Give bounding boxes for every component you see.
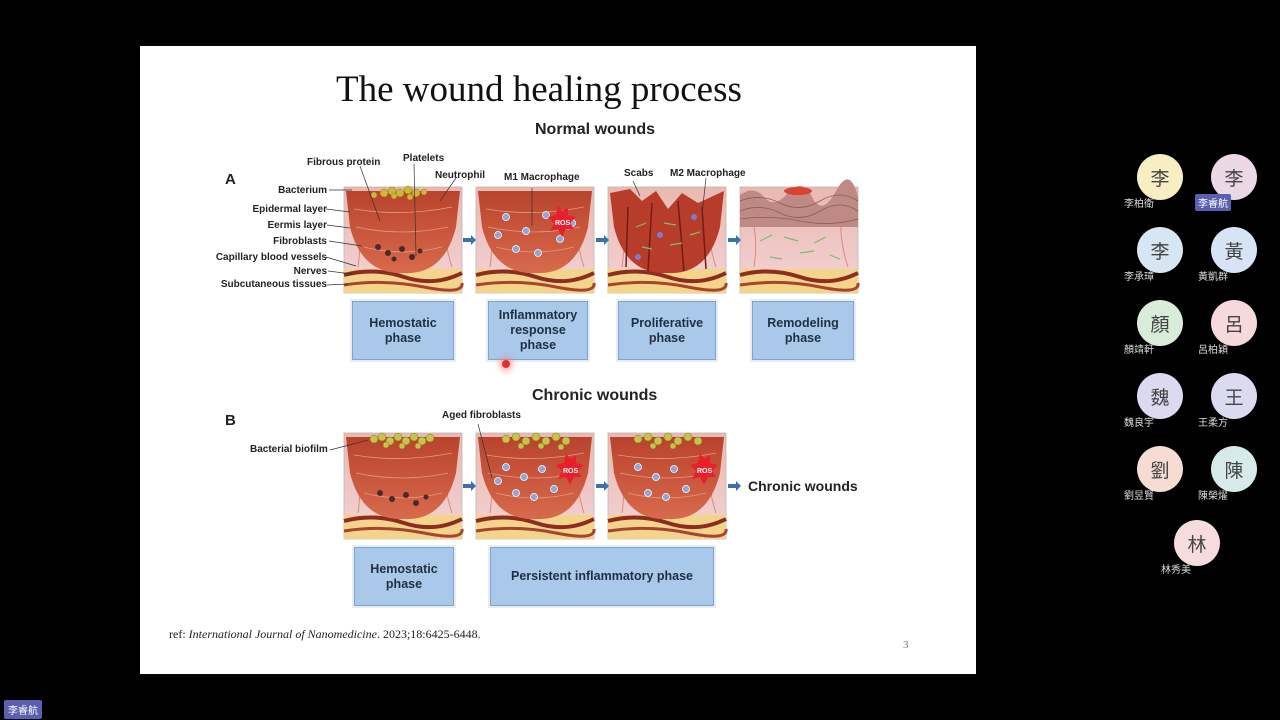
participant-name: 呂柏穎 [1198, 345, 1228, 356]
participant-tile[interactable]: 李李柏衛 [1121, 154, 1201, 224]
participant-name: 李承璋 [1124, 272, 1154, 283]
label-subcutaneous-tissues: Subcutaneous tissues [220, 279, 327, 290]
panel-letter-a: A [225, 171, 236, 188]
label-neutrophil: Neutrophil [435, 170, 485, 181]
participant-name: 李睿航 [1195, 194, 1231, 211]
avatar: 呂 [1211, 300, 1257, 346]
participant-tile[interactable]: 陳陳榮燿 [1195, 446, 1275, 516]
participant-tile[interactable]: 李李睿航 [1195, 154, 1275, 224]
avatar: 陳 [1211, 446, 1257, 492]
avatar: 李 [1211, 154, 1257, 200]
phase-box-hemostatic: Hemostatic phase [350, 299, 456, 362]
avatar: 王 [1211, 373, 1257, 419]
phase-box-proliferative: Proliferative phase [616, 299, 718, 362]
label-epidermal-layer: Epidermal layer [252, 204, 327, 215]
svg-text:ROS: ROS [563, 468, 579, 475]
participant-tile[interactable]: 黃黃凱群 [1195, 227, 1275, 297]
participant-name: 顏靖軒 [1124, 345, 1154, 356]
participant-name: 劉昱賢 [1124, 491, 1154, 502]
avatar: 李 [1137, 154, 1183, 200]
label-capillary-blood-vessels: Capillary blood vessels [215, 252, 327, 263]
label-fibrous-protein: Fibrous protein [307, 157, 381, 168]
svg-text:ROS: ROS [555, 220, 571, 227]
participant-tile[interactable]: 林林秀美 [1158, 520, 1238, 590]
participant-name: 李柏衛 [1124, 199, 1154, 210]
participant-name: 魏良宇 [1124, 418, 1154, 429]
participant-tile[interactable]: 李李承璋 [1121, 227, 1201, 297]
page-number: 3 [903, 639, 909, 651]
label-fibroblasts: Fibroblasts [273, 236, 327, 247]
label-eermis-layer: Eermis layer [267, 220, 328, 231]
label-bacterium: Bacterium [278, 185, 327, 196]
avatar: 黃 [1211, 227, 1257, 273]
avatar: 顏 [1137, 300, 1183, 346]
phase-box-inflammatory: Inflammatory response phase [486, 299, 590, 362]
participant-tile[interactable]: 顏顏靖軒 [1121, 300, 1201, 370]
label-scabs: Scabs [624, 168, 654, 179]
phase-box-persistent-inflammatory: Persistent inflammatory phase [488, 545, 716, 608]
label-aged-fibroblasts: Aged fibroblasts [442, 410, 521, 421]
presentation-slide: The wound healing process Normal wounds … [140, 46, 976, 674]
label-m1-macrophage: M1 Macrophage [504, 172, 580, 183]
label-platelets: Platelets [403, 153, 445, 164]
participant-name: 黃凱群 [1198, 272, 1228, 283]
participant-tile[interactable]: 呂呂柏穎 [1195, 300, 1275, 370]
self-name-tag: 李睿航 [4, 700, 42, 719]
slide-title: The wound healing process [336, 69, 742, 110]
label-chronic-wounds-outcome: Chronic wounds [748, 478, 858, 494]
participant-tile[interactable]: 劉劉昱賢 [1121, 446, 1201, 516]
avatar: 林 [1174, 520, 1220, 566]
wound-figure: ROS [325, 163, 861, 674]
phase-box-chronic-hemostatic: Hemostatic phase [352, 545, 456, 608]
participant-tile[interactable]: 王王柔方 [1195, 373, 1275, 443]
label-m2-macrophage: M2 Macrophage [670, 168, 746, 179]
avatar: 李 [1137, 227, 1183, 273]
participant-tile[interactable]: 魏魏良宇 [1121, 373, 1201, 443]
normal-wounds-heading: Normal wounds [535, 121, 656, 138]
participant-name: 林秀美 [1161, 565, 1191, 576]
avatar: 魏 [1137, 373, 1183, 419]
chronic-wounds-heading: Chronic wounds [532, 387, 658, 404]
avatar: 劉 [1137, 446, 1183, 492]
phase-box-remodeling: Remodeling phase [750, 299, 856, 362]
panel-letter-b: B [225, 412, 236, 429]
label-bacterial-biofilm: Bacterial biofilm [250, 444, 328, 455]
participant-name: 王柔方 [1198, 418, 1228, 429]
participant-name: 陳榮燿 [1198, 491, 1228, 502]
svg-text:ROS: ROS [697, 468, 713, 475]
label-nerves: Nerves [293, 266, 327, 277]
laser-pointer [502, 360, 510, 368]
reference-citation: ref: International Journal of Nanomedici… [169, 627, 481, 641]
